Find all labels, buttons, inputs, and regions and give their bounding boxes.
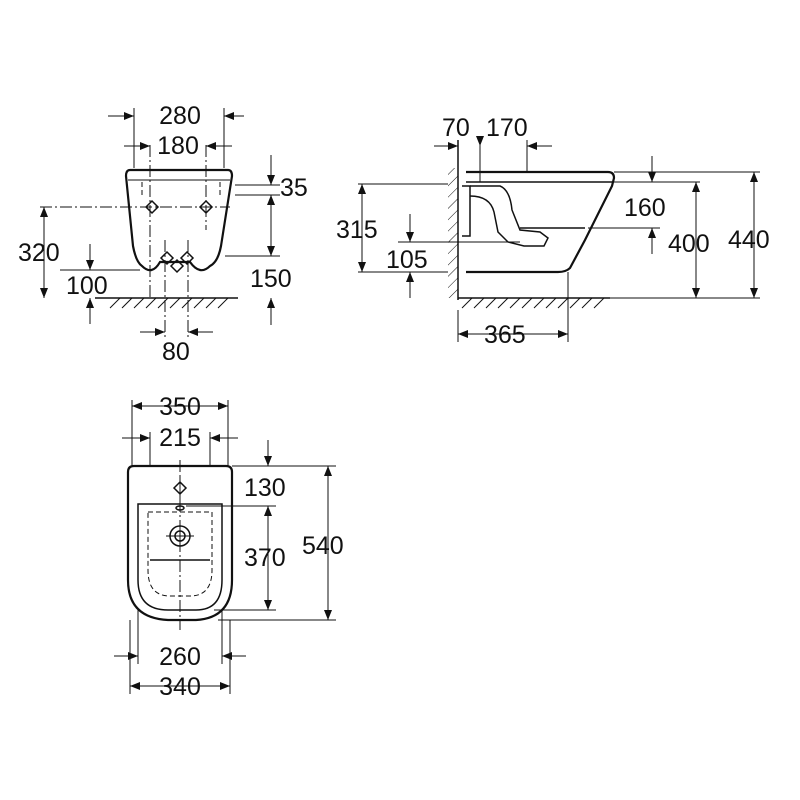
- rear-view: 280 180 35 320 100 150: [18, 102, 308, 366]
- wall-hatch: [448, 168, 458, 298]
- dim-315: 315: [336, 216, 378, 244]
- top-body-outline: [126, 464, 234, 622]
- dim-130: 130: [244, 474, 286, 502]
- dim-400: 400: [668, 230, 710, 258]
- side-body-outline: [466, 170, 616, 274]
- dim-180: 180: [157, 132, 199, 160]
- rear-hidden-lines: [141, 182, 221, 196]
- dim-280: 280: [159, 102, 201, 130]
- dim-170: 170: [486, 114, 528, 142]
- dim-320: 320: [18, 239, 60, 267]
- dim-215: 215: [159, 424, 201, 452]
- dim-150: 150: [250, 265, 292, 293]
- dim-35: 35: [280, 174, 308, 202]
- dim-160: 160: [624, 194, 666, 222]
- rear-fixing-holes: [144, 199, 214, 274]
- rear-body-outline: [124, 168, 234, 272]
- dim-365: 365: [484, 321, 526, 349]
- dim-80: 80: [162, 338, 190, 366]
- side-view: 70 170 315 105 160 400: [336, 114, 770, 349]
- top-bowl-inner: [137, 503, 223, 611]
- top-bowl-hidden: [147, 511, 213, 597]
- dim-100: 100: [66, 272, 108, 300]
- dim-260: 260: [159, 643, 201, 671]
- dim-350: 350: [159, 393, 201, 421]
- top-view: 350 215 130 370 540 260: [114, 393, 344, 701]
- dim-540: 540: [302, 532, 344, 560]
- dim-440: 440: [728, 226, 770, 254]
- side-bowl-inner: [469, 185, 549, 247]
- dim-370: 370: [244, 544, 286, 572]
- dim-340: 340: [159, 673, 201, 701]
- dim-105: 105: [386, 246, 428, 274]
- dim-70: 70: [442, 114, 470, 142]
